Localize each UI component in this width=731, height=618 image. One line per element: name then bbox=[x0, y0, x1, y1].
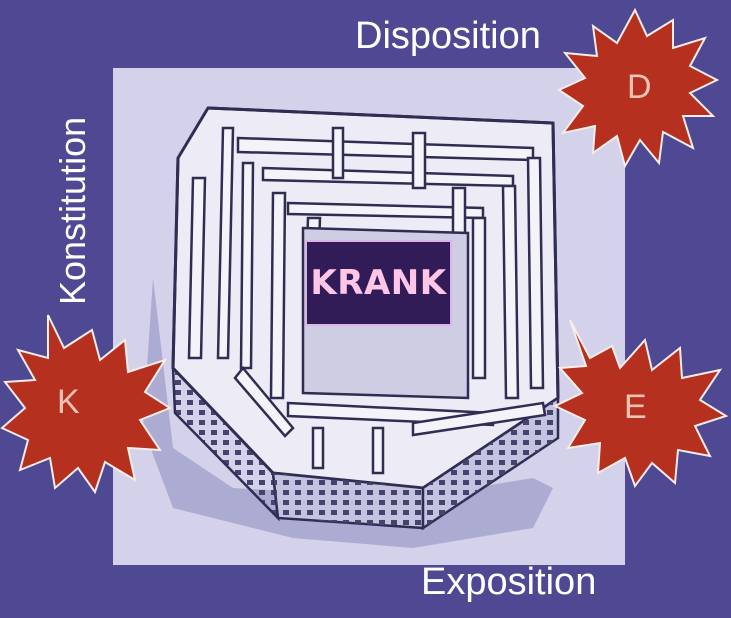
label-disposition: Disposition bbox=[355, 15, 541, 57]
label-exposition: Exposition bbox=[421, 561, 597, 603]
burst-letter-d: D bbox=[627, 68, 652, 106]
label-konstitution: Konstitution bbox=[52, 116, 93, 305]
burst-d: D bbox=[555, 7, 720, 169]
maze-illustration bbox=[113, 68, 625, 565]
burst-e: E bbox=[550, 318, 729, 489]
burst-letter-e: E bbox=[624, 388, 647, 426]
center-label-krank: KRANK bbox=[305, 240, 452, 326]
burst-letter-k: K bbox=[57, 383, 80, 421]
burst-k: K bbox=[0, 310, 173, 495]
